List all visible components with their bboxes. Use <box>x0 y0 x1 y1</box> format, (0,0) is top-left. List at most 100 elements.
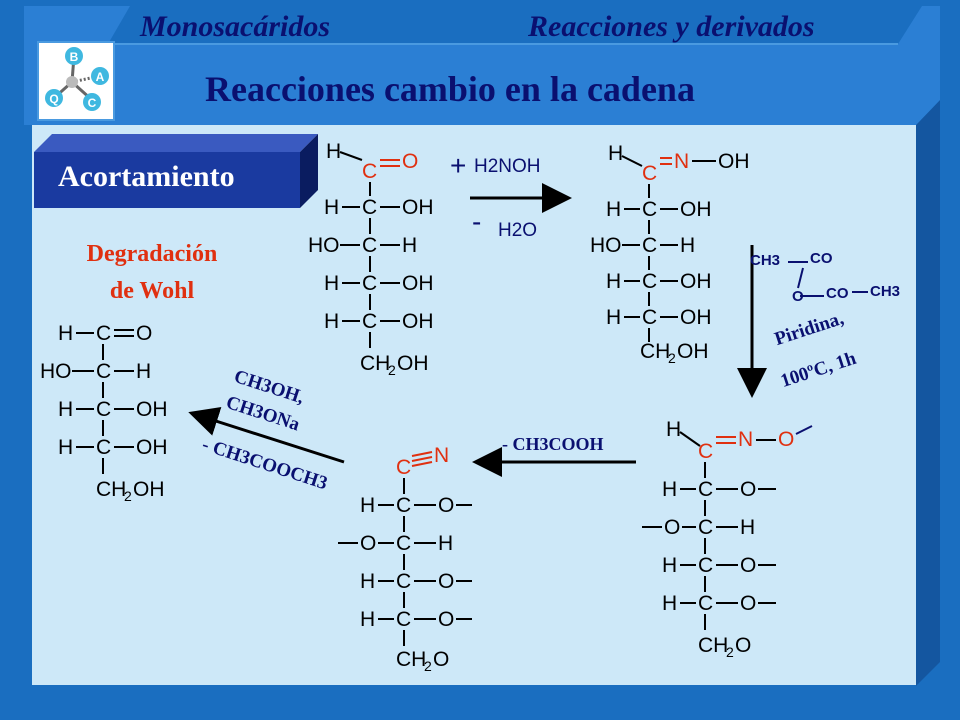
svg-text:H: H <box>360 608 375 631</box>
svg-text:H: H <box>666 418 681 441</box>
svg-text:H: H <box>136 360 151 383</box>
svg-text:C: C <box>698 516 713 539</box>
svg-text:H: H <box>58 322 73 345</box>
svg-text:OH: OH <box>402 272 434 295</box>
method-name: Degradación de Wohl <box>52 236 252 310</box>
svg-text:H: H <box>606 270 621 293</box>
svg-text:H: H <box>402 234 417 257</box>
svg-text:2: 2 <box>124 488 132 504</box>
svg-text:O: O <box>740 592 756 615</box>
anhydride-co-bottom: CO <box>826 285 849 302</box>
acetylated-oxime-structure: H C N O H C O O C H H C O H C O <box>642 418 813 660</box>
svg-text:CH: CH <box>396 648 426 671</box>
oxime-structure: H C N OH H C OH HO C H H C OH H C OH CH2… <box>590 142 750 366</box>
svg-text:O: O <box>438 570 454 593</box>
svg-text:O: O <box>360 532 376 555</box>
header-topic: Monosacáridos <box>140 10 331 43</box>
svg-text:O: O <box>740 478 756 501</box>
svg-text:OH: OH <box>677 340 709 363</box>
svg-text:2: 2 <box>424 658 432 674</box>
glucose-structure: H C O H C OH HO C H H C OH H C OH <box>308 140 434 378</box>
svg-text:H: H <box>360 494 375 517</box>
svg-text:O: O <box>433 648 449 671</box>
acetic-anhydride <box>788 261 868 297</box>
svg-text:HO: HO <box>590 234 622 257</box>
panel-right-edge <box>916 100 940 686</box>
svg-text:CH: CH <box>640 340 670 363</box>
svg-text:O: O <box>778 428 794 451</box>
svg-text:C: C <box>96 322 111 345</box>
svg-text:C: C <box>96 360 111 383</box>
svg-text:O: O <box>402 150 418 173</box>
svg-text:C: C <box>396 570 411 593</box>
svg-text:C: C <box>362 234 377 257</box>
method-line-1: Degradación <box>86 241 218 267</box>
svg-text:H: H <box>606 306 621 329</box>
anhydride-bridge-o: O <box>792 288 804 305</box>
anhydride-ch3-bottom: CH3 <box>870 283 901 300</box>
svg-text:C: C <box>642 306 657 329</box>
svg-text:O: O <box>740 554 756 577</box>
arrow-deacetylation <box>188 407 345 464</box>
svg-text:C: C <box>362 272 377 295</box>
svg-text:HO: HO <box>40 360 72 383</box>
svg-text:CH: CH <box>96 478 126 501</box>
svg-text:H: H <box>324 272 339 295</box>
svg-text:B: B <box>70 50 79 64</box>
hydroxylamine-label: H2NOH <box>474 156 541 177</box>
elimination-label: - CH3COOH <box>502 434 604 454</box>
svg-text:C: C <box>362 160 377 183</box>
svg-text:C: C <box>396 532 411 555</box>
svg-text:Q: Q <box>49 92 58 106</box>
svg-text:C: C <box>88 96 97 110</box>
svg-text:H: H <box>662 592 677 615</box>
svg-text:OH: OH <box>402 310 434 333</box>
slide-title: Reacciones cambio en la cadena <box>205 69 695 109</box>
svg-text:C: C <box>642 162 657 185</box>
svg-text:OH: OH <box>680 306 712 329</box>
svg-text:C: C <box>642 198 657 221</box>
svg-text:C: C <box>96 436 111 459</box>
svg-text:O: O <box>664 516 680 539</box>
svg-text:OH: OH <box>136 436 168 459</box>
svg-text:H: H <box>740 516 755 539</box>
anhydride-ch3-top: CH3 <box>750 252 781 269</box>
svg-text:2: 2 <box>668 350 676 366</box>
plus-sign: + <box>450 150 467 181</box>
svg-text:C: C <box>698 554 713 577</box>
svg-text:H: H <box>680 234 695 257</box>
svg-text:OH: OH <box>136 398 168 421</box>
svg-text:OH: OH <box>397 352 429 375</box>
svg-text:H: H <box>326 140 341 163</box>
svg-text:C: C <box>362 310 377 333</box>
svg-text:C: C <box>698 440 713 463</box>
minus-sign: - <box>472 206 482 237</box>
abcq-molecule-logo: B A Q C <box>37 41 115 121</box>
svg-text:OH: OH <box>680 198 712 221</box>
svg-text:H: H <box>608 142 623 165</box>
svg-text:H: H <box>324 196 339 219</box>
svg-text:H: H <box>662 478 677 501</box>
svg-text:OH: OH <box>402 196 434 219</box>
svg-text:N: N <box>738 428 753 451</box>
svg-text:O: O <box>438 608 454 631</box>
svg-text:HO: HO <box>308 234 340 257</box>
svg-text:C: C <box>698 592 713 615</box>
svg-text:OH: OH <box>718 150 750 173</box>
content-panel <box>32 125 916 685</box>
svg-text:O: O <box>136 322 152 345</box>
svg-text:C: C <box>642 234 657 257</box>
svg-text:C: C <box>642 270 657 293</box>
svg-text:H: H <box>58 398 73 421</box>
svg-text:H: H <box>606 198 621 221</box>
svg-text:H: H <box>360 570 375 593</box>
svg-text:H: H <box>662 554 677 577</box>
svg-text:C: C <box>362 196 377 219</box>
svg-text:O: O <box>735 634 751 657</box>
svg-text:2: 2 <box>388 362 396 378</box>
header-subtopic: Reacciones y derivados <box>528 10 815 43</box>
svg-text:C: C <box>698 478 713 501</box>
